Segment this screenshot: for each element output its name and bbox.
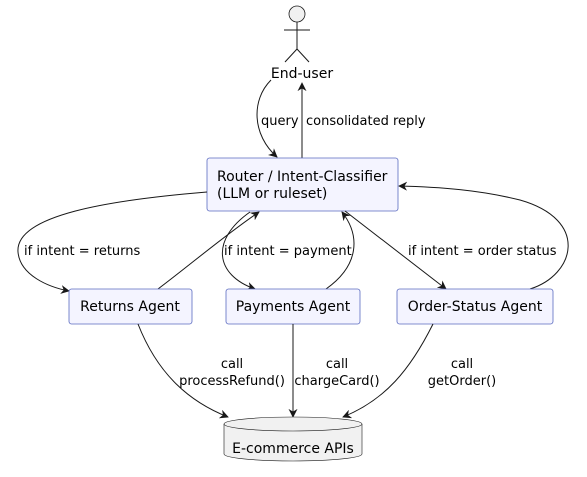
edge-returns-call: call processRefund() [137,323,285,419]
edge-payments-call-line2: chargeCard() [294,374,379,389]
end-user-actor: End-user [271,5,333,82]
edge-order-status-to-router [398,181,569,290]
edge-to-returns: if intent = returns [17,191,208,294]
edge-to-payments: if intent = payment [222,211,352,291]
returns-agent-label: Returns Agent [80,299,180,315]
actor-left-leg-icon [284,48,298,63]
edge-to-returns-label: if intent = returns [24,244,141,259]
edge-to-order-status: if intent = order status [344,210,557,290]
database-label: E-commerce APIs [232,441,354,457]
edge-payments-call-line1: call [326,357,348,372]
router-title: Router / Intent-Classifier [217,169,388,185]
edge-order-call-line1: call [451,357,473,372]
edge-returns-call-line2: processRefund() [179,374,285,389]
edge-payments-to-router [325,211,355,290]
edge-payments-call: call chargeCard() [288,324,380,418]
router-node: Router / Intent-Classifier (LLM or rules… [206,157,399,212]
router-subtitle: (LLM or ruleset) [217,186,327,202]
edge-order-call-line2: getOrder() [428,374,496,389]
actor-right-leg-icon [296,48,310,63]
edge-order-call: call getOrder() [342,323,496,419]
returns-agent-node: Returns Agent [68,288,193,325]
payments-agent-node: Payments Agent [225,288,361,325]
edge-query-label: query [261,114,299,129]
actor-label: End-user [271,66,333,82]
edge-reply-label: consolidated reply [306,114,426,129]
ecommerce-apis-database: E-commerce APIs [223,416,363,462]
payments-agent-label: Payments Agent [236,299,351,315]
actor-head-icon [288,5,306,23]
edge-returns-to-router [157,211,260,290]
order-status-agent-label: Order-Status Agent [408,299,543,315]
edge-to-order-status-label: if intent = order status [408,244,557,259]
database-icon [223,424,363,462]
edge-query: query [256,79,299,158]
edge-returns-call-line1: call [221,357,243,372]
edge-consolidated-reply: consolidated reply [297,82,426,158]
order-status-agent-node: Order-Status Agent [396,288,554,325]
edge-to-payments-label: if intent = payment [224,244,352,259]
